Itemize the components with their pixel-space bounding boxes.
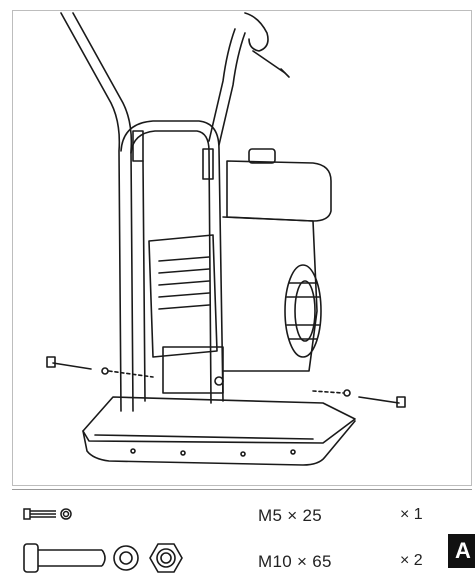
part-quantity: × 2	[400, 552, 423, 569]
small-bolt-washer-icon	[23, 508, 72, 520]
side-bolt-right	[358, 396, 400, 404]
handle-bar-left	[60, 12, 122, 412]
recoil-starter-hub	[294, 280, 316, 342]
handle-bar-left-inner	[72, 12, 134, 412]
dash-guide	[108, 370, 344, 394]
handle-clamp-right	[202, 148, 214, 180]
part-spec: M5 × 25	[258, 506, 322, 525]
hardware-row: M5 × 25 × 1	[12, 500, 472, 540]
part-quantity: × 1	[400, 506, 423, 523]
base-plate-front	[82, 420, 356, 466]
mount-block	[162, 346, 224, 394]
engine-fins	[158, 256, 210, 310]
handle-clamp-left	[132, 130, 144, 162]
side-bolt-right-washer	[343, 389, 351, 397]
base-plate-top	[82, 396, 356, 444]
starter-ribs	[286, 282, 320, 340]
step-badge: A	[448, 534, 475, 568]
side-bolt-right-head	[396, 396, 406, 408]
engine-body	[222, 216, 318, 372]
frame-loop-inner	[130, 130, 212, 404]
throttle-lever	[244, 12, 269, 52]
side-bolt-left-washer	[101, 367, 109, 375]
hardware-list: M5 × 25 × 1 M10 × 65 × 2 A	[12, 492, 475, 578]
side-bolt-left	[52, 362, 92, 370]
plate-hole-3	[240, 451, 246, 457]
plate-hole-4	[290, 449, 296, 455]
throttle-cable-end	[280, 68, 290, 78]
base-plate-rim	[94, 434, 314, 440]
recoil-starter	[284, 264, 322, 358]
plate-hole-2	[180, 450, 186, 456]
side-bolt-left-head	[46, 356, 56, 368]
handle-bar-right	[208, 28, 236, 142]
frame-loop	[120, 120, 224, 402]
mount-bolt	[214, 376, 224, 386]
throttle-cable	[252, 50, 286, 74]
illustration-panel	[12, 10, 472, 486]
hardware-row: M10 × 65 × 2	[12, 536, 472, 576]
divider	[12, 489, 472, 490]
plate-compactor-drawing	[46, 12, 406, 466]
plate-hole-1	[130, 448, 136, 454]
fuel-cap	[248, 148, 276, 164]
large-bolt-washer-nut-icon	[23, 543, 183, 573]
part-spec: M10 × 65	[258, 552, 332, 571]
handle-bar-right-inner	[218, 32, 246, 146]
frame-upright	[142, 160, 146, 402]
fuel-tank	[226, 160, 332, 222]
engine-block-left	[148, 234, 218, 358]
